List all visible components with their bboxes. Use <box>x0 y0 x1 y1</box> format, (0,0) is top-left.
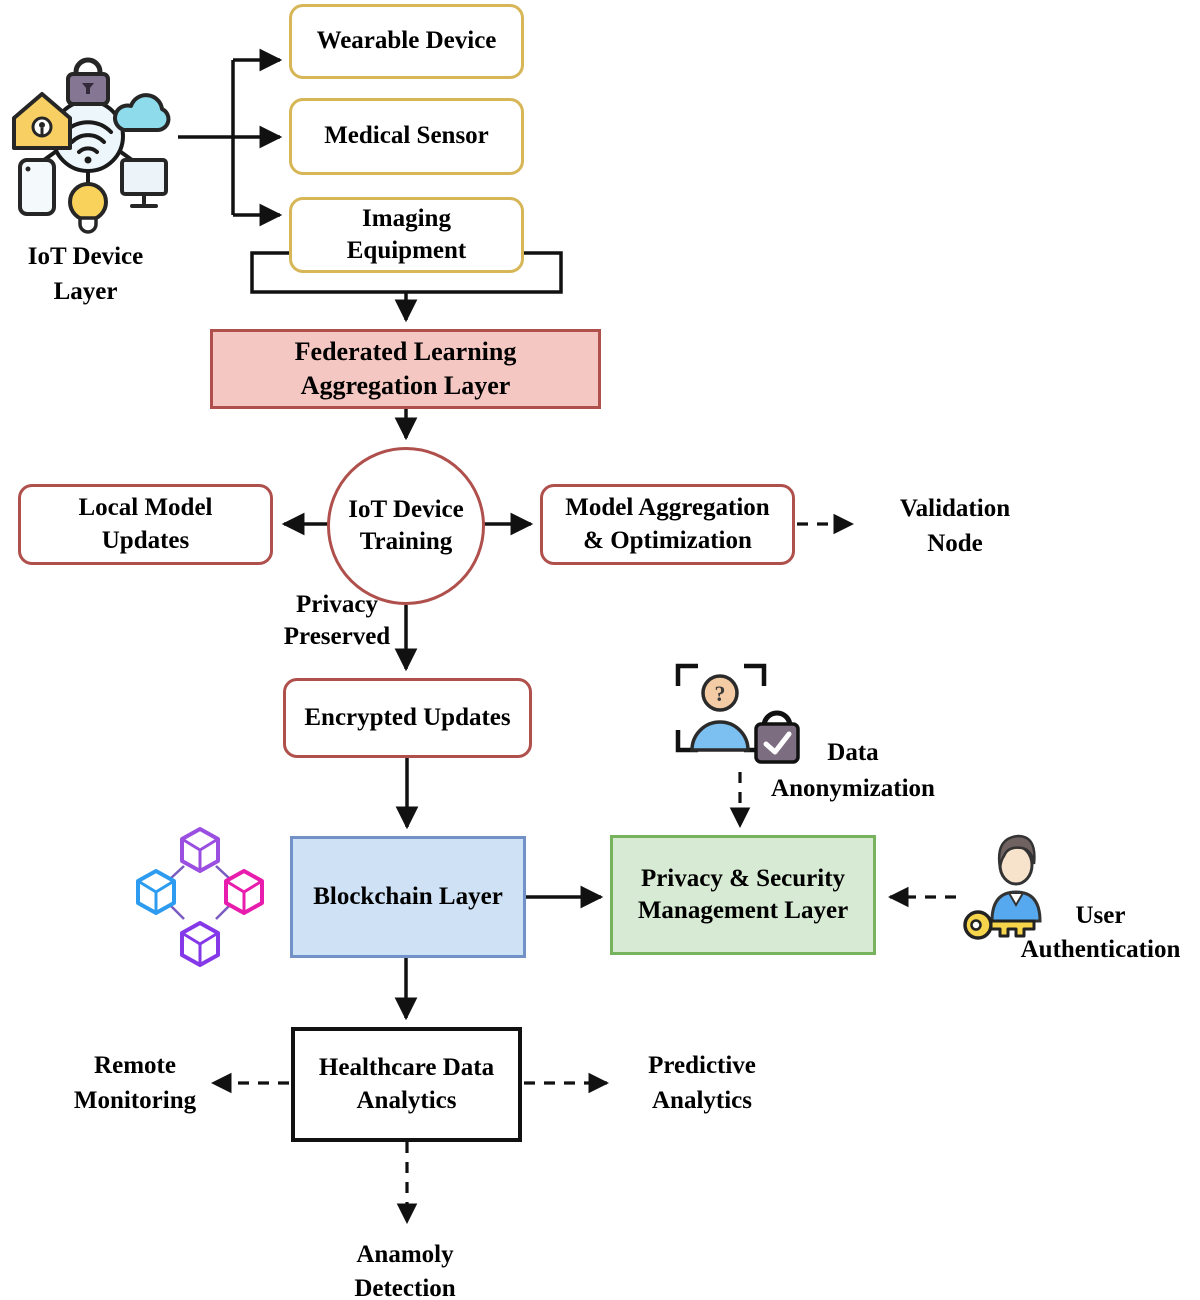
predictive-analytics-label: Predictive Analytics <box>648 1052 756 1114</box>
iot-hub-icon <box>12 57 171 234</box>
shirt-collar <box>1007 892 1025 907</box>
medical-sensor-label: Medical Sensor <box>324 122 489 150</box>
local-model-updates-box: Local Model Updates <box>18 484 273 565</box>
lock-check-icon <box>754 710 800 764</box>
user-icon <box>963 834 1042 940</box>
smart-home-icon <box>12 92 72 150</box>
model-aggregation-box: Model Aggregation & Optimization <box>540 484 795 565</box>
iot-device-layer-label: IoT Device Layer <box>27 243 144 305</box>
privacy-security-management-box: Privacy & Security Management Layer <box>610 835 876 955</box>
anonymous-user-icon: ? <box>675 663 800 764</box>
anonymous-body <box>690 720 750 752</box>
blockchain-cubes-icon <box>136 827 264 967</box>
cube-top <box>180 827 220 873</box>
key-icon <box>963 910 1036 940</box>
cloud-icon <box>113 93 171 132</box>
anomaly-detection-label: Anamoly Detection <box>354 1241 456 1300</box>
cube-right <box>224 869 264 915</box>
monitor-icon <box>120 158 168 208</box>
svg-text:?: ? <box>715 681 726 706</box>
cube-left <box>136 869 176 915</box>
healthcare-data-analytics-box: Healthcare Data Analytics <box>291 1027 522 1142</box>
encrypted-updates-box: Encrypted Updates <box>283 678 532 758</box>
smartphone-icon <box>18 158 56 216</box>
data-anonymization-label: Data Anonymization <box>771 739 935 802</box>
cube-bottom <box>180 921 220 967</box>
anonymous-head <box>701 674 739 712</box>
medical-sensor-box: Medical Sensor <box>289 98 524 175</box>
imaging-equipment-box: Imaging Equipment <box>289 197 524 273</box>
validation-node-label: Validation Node <box>899 495 1011 557</box>
blockchain-layer-box: Blockchain Layer <box>290 836 526 958</box>
wearable-device-box: Wearable Device <box>289 4 524 79</box>
user-authentication-label: User Authentication <box>1020 902 1181 963</box>
user-hair <box>997 834 1036 869</box>
remote-monitoring-label: Remote Monitoring <box>73 1052 197 1114</box>
privacy-preserved-label: Privacy Preserved <box>283 591 391 650</box>
wearable-device-label: Wearable Device <box>316 27 497 55</box>
iot-device-training-circle: IoT Device Training <box>327 447 485 605</box>
lock-icon <box>66 57 110 106</box>
lightbulb-icon <box>68 182 108 234</box>
federated-learning-aggregation-box: Federated Learning Aggregation Layer <box>210 329 601 409</box>
